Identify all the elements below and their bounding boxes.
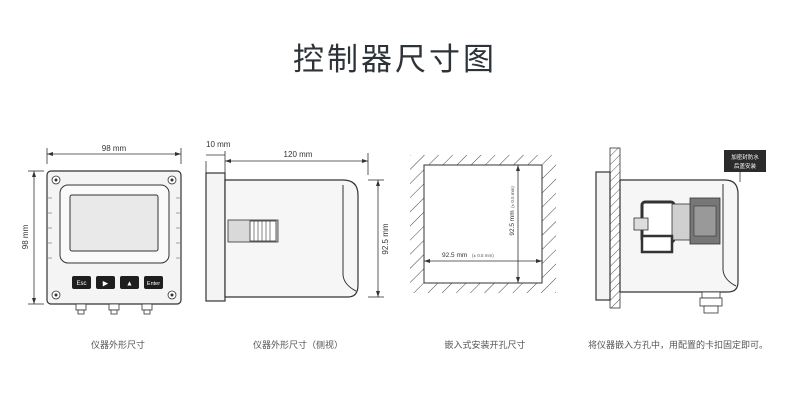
front-view-caption: 仪器外形尺寸 bbox=[90, 341, 145, 351]
side-bezel bbox=[205, 172, 226, 302]
esc-button bbox=[72, 276, 91, 289]
mount-clamp bbox=[633, 197, 721, 254]
cable-glands bbox=[75, 303, 153, 315]
side-view-panel: 10 mm 120 mm 92.5 mm bbox=[198, 135, 398, 315]
cutout-panel: 92.5 mm (± 0.5 mm) 92.5 mm (± 0.5 mm) bbox=[410, 155, 560, 295]
note-line-1: 加密封防水 bbox=[731, 153, 759, 161]
mount-bezel bbox=[595, 171, 611, 301]
right-button-label: ▶ bbox=[103, 281, 109, 288]
esc-button-label: Esc bbox=[76, 281, 86, 287]
display-screen bbox=[69, 194, 159, 252]
cutout-width-label: 92.5 mm bbox=[442, 252, 467, 259]
side-offset-label: 10 mm bbox=[206, 140, 231, 149]
page-title: 控制器尺寸图 bbox=[293, 42, 497, 78]
mounting-panel: 加密封防水 后盖安装 bbox=[590, 142, 780, 317]
note-line-2: 后盖安装 bbox=[734, 162, 757, 170]
cutout-width-tolerance: (± 0.5 mm) bbox=[472, 253, 494, 258]
enter-button-label: Enter bbox=[147, 281, 160, 287]
right-button bbox=[96, 276, 115, 289]
side-depth-label: 120 mm bbox=[284, 150, 313, 159]
up-button-label: ▲ bbox=[126, 281, 133, 288]
mount-wall bbox=[609, 147, 621, 309]
mounting-drawing: 加密封防水 后盖安装 bbox=[595, 147, 766, 314]
side-height-label: 92.5 mm bbox=[381, 223, 390, 254]
cutout-height-label: 92.5 mm bbox=[509, 210, 516, 235]
front-view-panel: 98 mm 98 mm Esc ▶ ▲ Enter bbox=[18, 138, 198, 318]
side-view-drawing: 10 mm 120 mm 92.5 mm bbox=[205, 140, 390, 302]
up-button bbox=[120, 276, 139, 289]
front-width-label: 98 mm bbox=[102, 144, 127, 153]
cutout-height-tolerance: (± 0.5 mm) bbox=[510, 186, 515, 208]
front-view-drawing: 98 mm 98 mm Esc ▶ ▲ Enter bbox=[21, 144, 182, 315]
cutout-caption: 嵌入式安装开孔尺寸 bbox=[444, 341, 526, 351]
mounting-caption: 将仪器嵌入方孔中，用配置的卡扣固定即可。 bbox=[587, 341, 768, 351]
side-view-caption: 仪器外形尺寸（侧视） bbox=[252, 341, 343, 351]
enter-button bbox=[144, 276, 163, 289]
front-height-label: 98 mm bbox=[21, 224, 30, 249]
mount-gland bbox=[699, 291, 723, 314]
cutout-hole bbox=[423, 164, 543, 284]
side-body bbox=[224, 179, 359, 298]
note-box bbox=[724, 150, 766, 172]
cutout-drawing: 92.5 mm (± 0.5 mm) 92.5 mm (± 0.5 mm) bbox=[410, 155, 556, 293]
button-row: Esc ▶ ▲ Enter bbox=[72, 276, 163, 289]
